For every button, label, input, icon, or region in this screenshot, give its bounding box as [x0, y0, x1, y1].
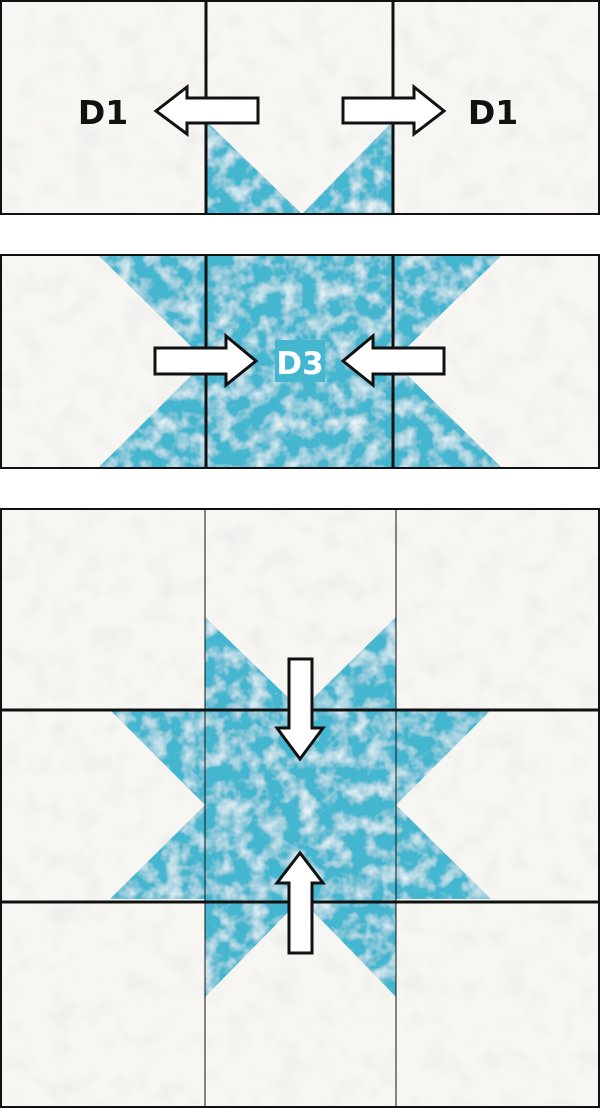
step-2-blue-star-left: [98, 255, 206, 468]
step-2-panel: D3: [0, 254, 600, 469]
step-3-arrow-up: [273, 850, 327, 955]
step-3-outline: [0, 508, 600, 1108]
step-2-outline: [0, 254, 600, 469]
step-2-arrow-left: [340, 332, 446, 389]
step-1-blue-center-left: [206, 121, 302, 214]
step-2-label-center: D3: [276, 346, 323, 382]
step-2-label-badge: [275, 340, 325, 382]
step-2-arrow-right: [153, 332, 259, 389]
step-1-arrow-right: [341, 83, 447, 138]
step-1-blue-center-right: [302, 121, 393, 214]
step-1-label-right: D1: [468, 93, 518, 132]
step-3-arrow-down: [274, 657, 326, 762]
step-1-background: [1, 1, 599, 214]
step-1-panel: D1 D1: [0, 0, 600, 215]
step-2-blue-star-right: [393, 255, 502, 468]
step-1-outline: [0, 0, 600, 215]
step-1-label-left: D1: [78, 93, 128, 132]
step-1-arrow-left: [153, 83, 260, 137]
step-3-panel: [0, 508, 600, 1108]
